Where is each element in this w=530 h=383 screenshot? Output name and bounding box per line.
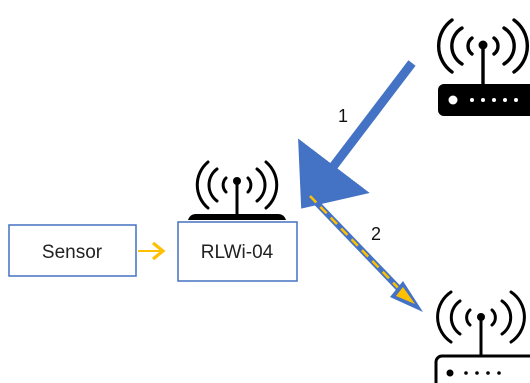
wifi-router-icon xyxy=(437,18,530,116)
arrow-2-label: 2 xyxy=(371,224,381,244)
arrow-1 xyxy=(298,60,416,209)
wifi-router-icon xyxy=(434,290,530,383)
sensor-box: Sensor xyxy=(8,224,137,277)
wifi-antenna-icon xyxy=(188,160,286,220)
arrow-1-label: 1 xyxy=(338,106,348,126)
sensor-label: Sensor xyxy=(42,242,103,263)
device-box: RLWi-04 xyxy=(177,221,298,282)
device-label: RLWi-04 xyxy=(201,242,274,263)
arrow-2 xyxy=(307,193,423,312)
